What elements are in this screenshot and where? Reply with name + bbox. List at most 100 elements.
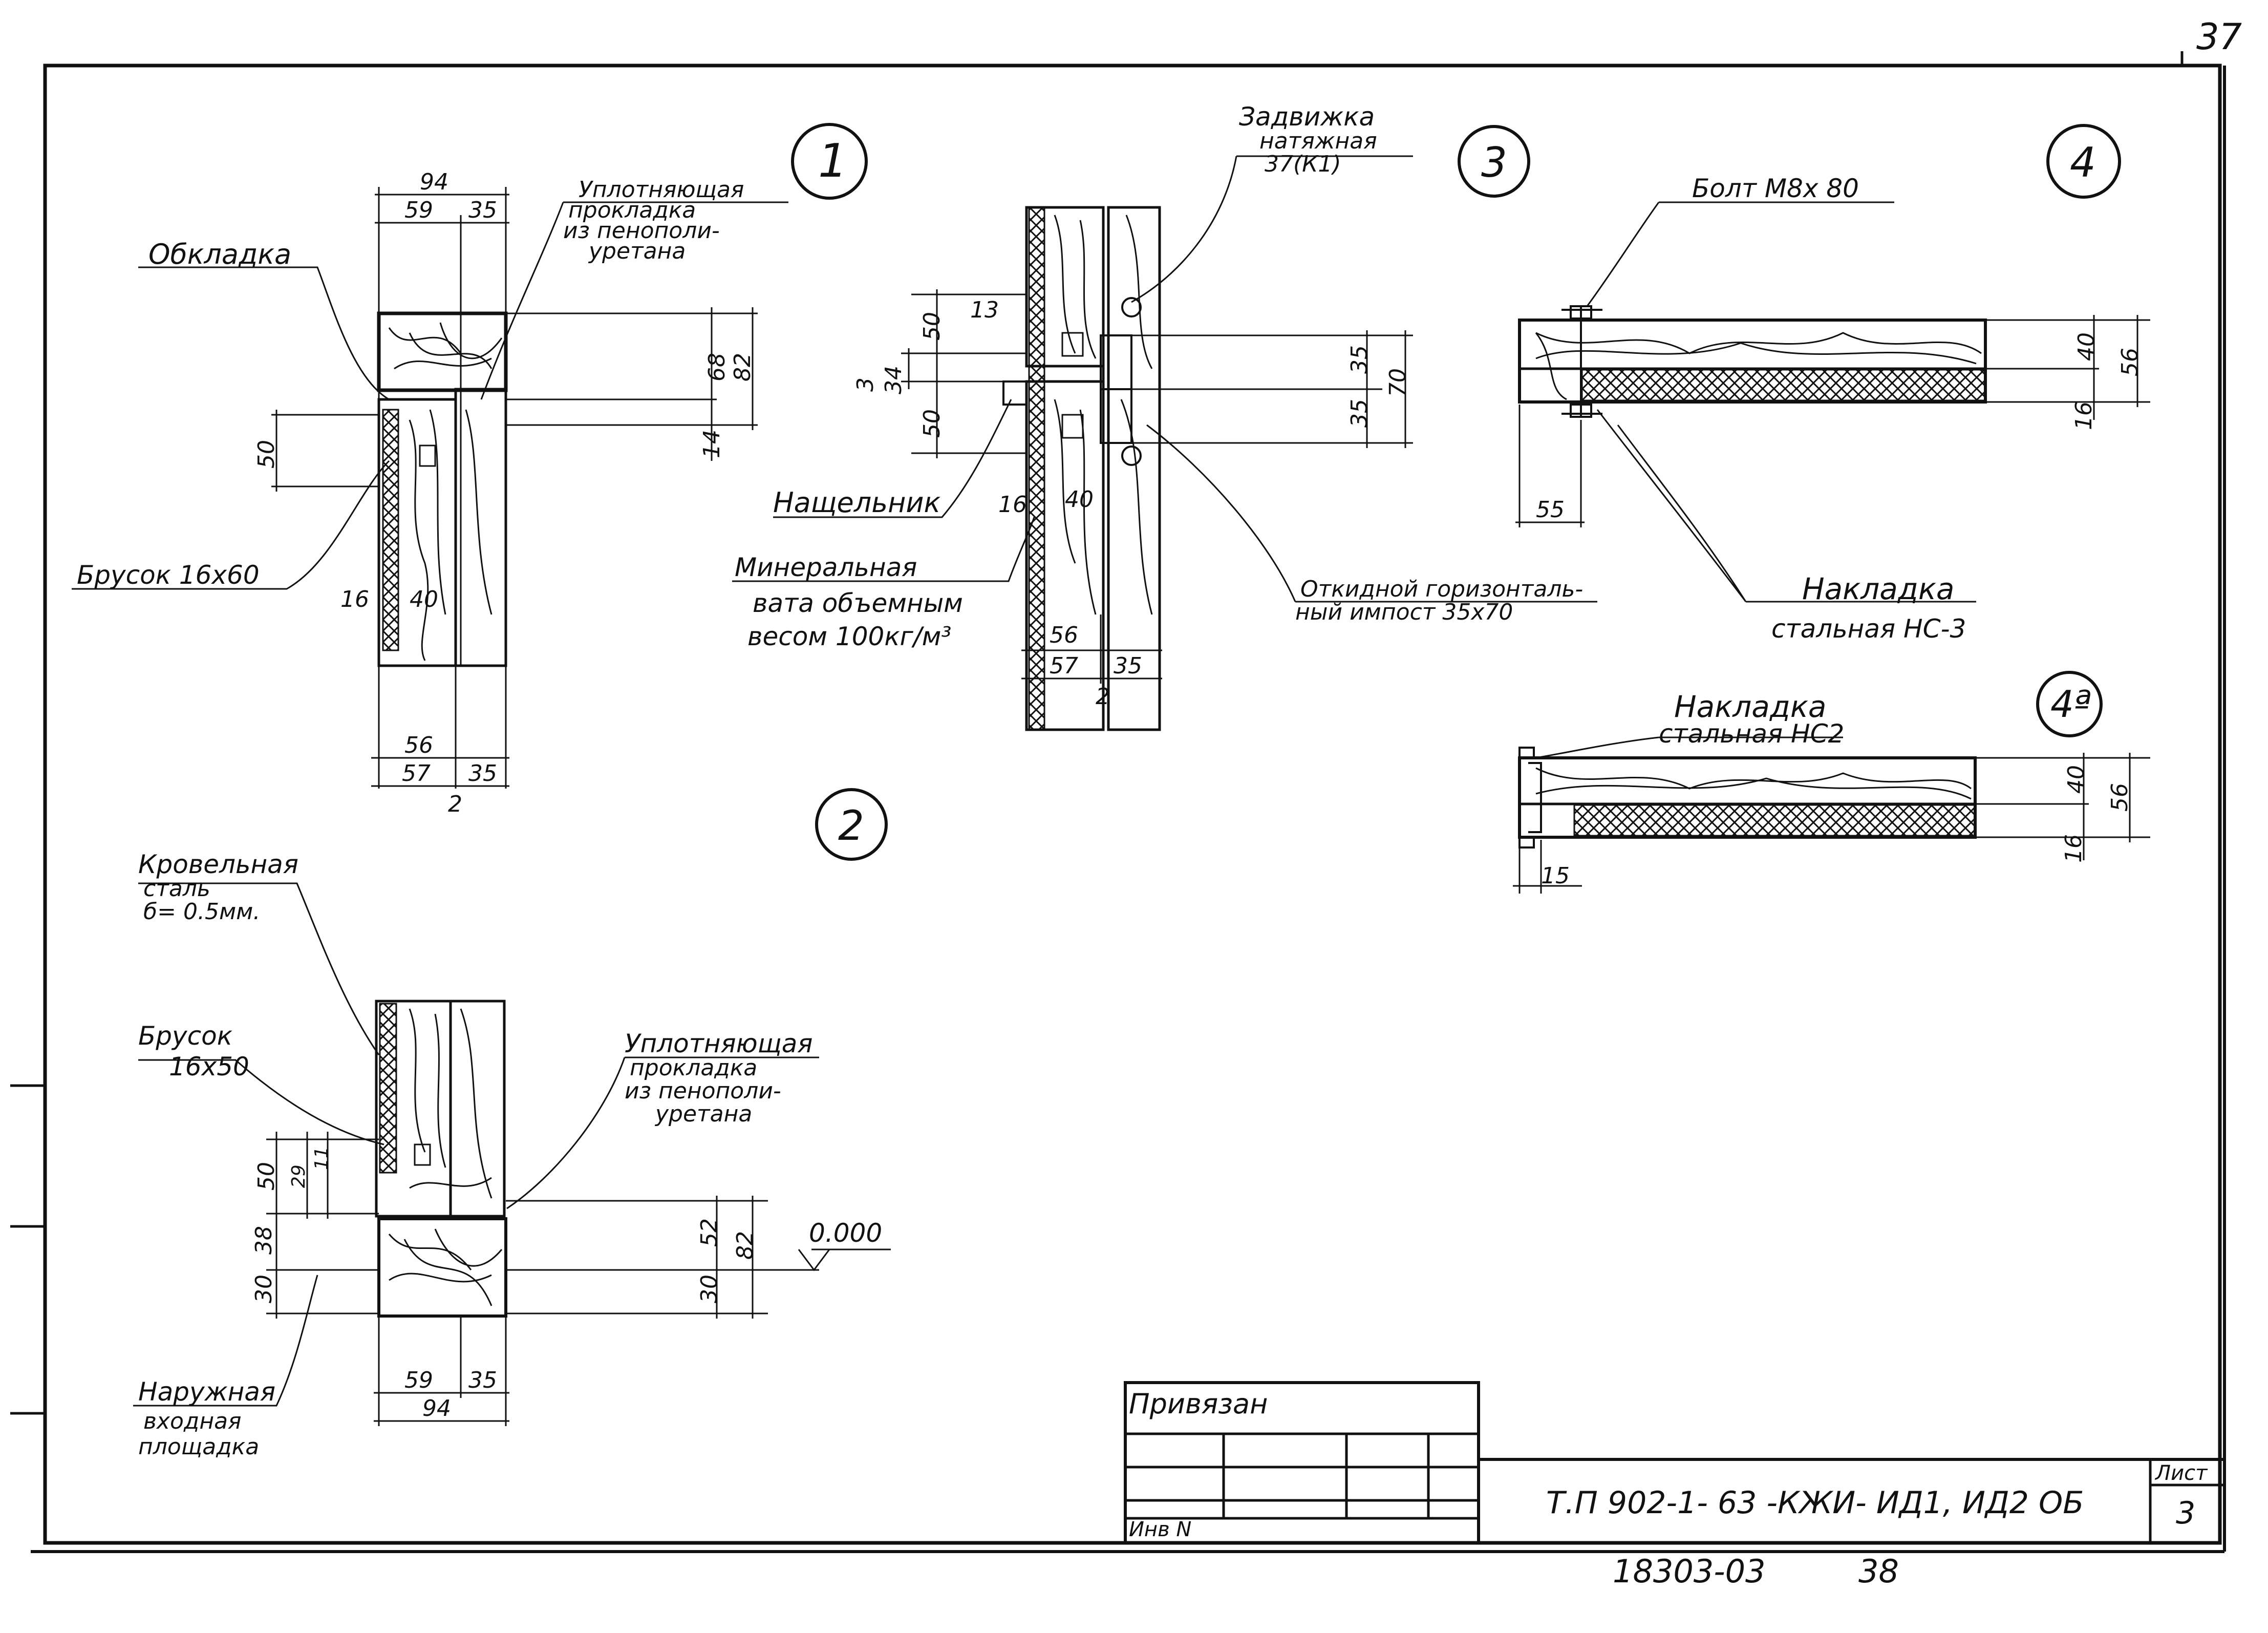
title-code: Т.П 902-1- 63 -КЖИ- ИД1, ИД2 ОБ xyxy=(1546,1485,2084,1521)
corner-number: 37 xyxy=(2196,16,2242,58)
title-bound: Привязан xyxy=(1129,1388,1268,1420)
d3-dim-bottom: 50 xyxy=(919,409,945,438)
d3-label-wool-1: Минеральная xyxy=(735,553,917,582)
d3-label-strip: Нащельник xyxy=(773,486,941,519)
d2-dim-bot-right: 35 xyxy=(468,1367,497,1393)
detail-2 xyxy=(133,788,891,1426)
title-sheet-no: 3 xyxy=(2176,1495,2195,1531)
d1-dim-gap: 2 xyxy=(448,791,462,817)
d3-dim-lower: 35 xyxy=(1346,399,1373,428)
d2-label-roof-3: б= 0.5мм. xyxy=(143,899,260,925)
title-page: 38 xyxy=(1858,1553,1899,1590)
detail-1-number: 1 xyxy=(818,134,847,188)
d3-dim-total: 70 xyxy=(1385,368,1411,397)
d2-dim-bot-total: 94 xyxy=(422,1395,451,1422)
d1-dim-left: 59 xyxy=(404,197,433,223)
sheet-frame xyxy=(10,51,2226,1553)
detail-1-callout xyxy=(791,123,868,200)
d3-dim-bot-right: 35 xyxy=(1114,653,1142,679)
detail-4a xyxy=(1513,671,2150,894)
d1-label-seal-1: Уплотняющая xyxy=(579,177,744,203)
d3-label-latch-2: натяжная xyxy=(1259,128,1377,154)
d2-label-seal-3: из пенополи- xyxy=(625,1078,781,1104)
d2-label-bar-2: 16х50 xyxy=(169,1052,249,1081)
d1-dim-seal: 16 xyxy=(340,586,369,612)
d1-label-cladding: Обкладка xyxy=(148,238,291,270)
d3-dim-inner: 56 xyxy=(1050,622,1078,648)
title-stamp: 18303-03 xyxy=(1613,1553,1766,1590)
d2-dim-bar: 50 xyxy=(253,1162,280,1191)
title-block xyxy=(1124,1381,2224,1544)
d3-label-latch-1: Задвижка xyxy=(1239,102,1375,132)
d4-dim-total: 56 xyxy=(2117,348,2143,376)
d1-dim-inner: 56 xyxy=(404,732,433,758)
d2-label-seal-2: прокладка xyxy=(630,1055,757,1081)
detail-3-text: 3 50 13 3 34 50 35 35 70 16 40 56 57 35 … xyxy=(735,102,1583,710)
d1-dim-bot-right: 35 xyxy=(468,760,497,787)
d2-dim-base: 30 xyxy=(251,1275,277,1303)
d3-label-wool-2: вата объемным xyxy=(753,588,963,618)
d4-dim-wood: 40 xyxy=(2073,332,2100,361)
d3-dim-mid: 34 xyxy=(881,366,907,394)
title-inv: Инв N xyxy=(1129,1518,1191,1541)
d1-label-seal-2: прокладка xyxy=(568,197,696,223)
detail-1-text: 1 94 59 35 56 57 35 2 68 82 14 50 16 40 … xyxy=(77,134,847,817)
d3-dim-a: 13 xyxy=(970,297,999,323)
detail-4 xyxy=(1515,124,2150,603)
d3-dim-upper: 35 xyxy=(1346,345,1373,374)
d1-dim-total: 94 xyxy=(420,169,448,195)
d3-dim-seal: 16 xyxy=(998,492,1027,518)
d1-label-seal-3: из пенополи- xyxy=(563,218,720,244)
detail-3 xyxy=(732,125,1597,731)
d1-dim-right: 35 xyxy=(468,197,497,223)
d1-dim-82: 82 xyxy=(730,353,756,381)
d2-label-seal-1: Уплотняющая xyxy=(625,1029,813,1058)
d2-label-seal-4: уретана xyxy=(654,1101,752,1127)
d4a-dim-wood: 40 xyxy=(2063,765,2089,794)
title-block-text: Привязан Инв N Т.П 902-1- 63 -КЖИ- ИД1, … xyxy=(1129,1388,2208,1590)
d4-bolt-label: Болт М8х 80 xyxy=(1692,174,1859,203)
d2-level: 0.000 xyxy=(809,1218,882,1248)
d1-label-seal-4: уретана xyxy=(588,238,686,264)
d2-dim-lower: 30 xyxy=(696,1275,722,1303)
d2-label-landing-3: площадка xyxy=(138,1434,259,1460)
detail-4a-text: 4ª 40 56 16 15 Накладка стальная НС2 xyxy=(1541,683,2133,889)
d2-dim-b: 11 xyxy=(311,1147,332,1170)
d2-label-landing-2: входная xyxy=(143,1408,242,1434)
title-sheet-label: Лист xyxy=(2154,1461,2208,1485)
detail-4a-number: 4ª xyxy=(2050,683,2091,726)
d4-dim-seal: 16 xyxy=(2071,401,2097,430)
d3-label-latch-3: 37(К1) xyxy=(1265,151,1341,177)
d3-label-wool-3: весом 100кг/м³ xyxy=(747,622,951,651)
detail-1-foam xyxy=(382,409,399,651)
detail-4a-callout xyxy=(2036,671,2103,737)
d4a-label-2: стальная НС2 xyxy=(1659,719,1844,749)
d2-label-roof-2: сталь xyxy=(143,876,210,902)
detail-1 xyxy=(72,123,868,789)
detail-2-text: 2 50 29 11 38 30 52 82 30 0.000 59 35 94… xyxy=(138,802,882,1460)
d1-dim-wood: 40 xyxy=(410,586,438,612)
d2-dim-a: 29 xyxy=(288,1164,309,1188)
detail-4-text: 4 Болт М8х 80 40 56 16 55 Накладка сталь… xyxy=(1536,139,2143,644)
d1-dim-bot-left: 57 xyxy=(402,760,431,787)
d3-dim-wood: 40 xyxy=(1065,486,1094,513)
d2-dim-step: 38 xyxy=(251,1226,277,1255)
d3-dim-gap: 3 xyxy=(852,377,879,392)
d4a-dim-seal: 16 xyxy=(2061,834,2087,863)
detail-3-callout xyxy=(1458,125,1530,198)
d2-label-landing-1: Наружная xyxy=(138,1377,275,1407)
d2-label-bar-1: Брусок xyxy=(138,1021,232,1051)
d4a-dim-edge: 15 xyxy=(1541,863,1570,889)
d3-label-impost-2: ный импост 35х70 xyxy=(1295,599,1513,625)
d3-dim-bot-left: 57 xyxy=(1050,653,1078,679)
detail-2-callout xyxy=(815,788,888,861)
d1-dim-lower: 14 xyxy=(699,430,725,458)
d4-label-1: Накладка xyxy=(1802,571,1954,606)
d1-dim-upper: 68 xyxy=(704,353,730,381)
d3-dim-top: 50 xyxy=(919,312,945,341)
d4-dim-edge: 55 xyxy=(1536,497,1565,523)
detail-2-number: 2 xyxy=(838,802,864,850)
d2-dim-upper: 52 xyxy=(696,1218,722,1247)
d4-label-2: стальная НС-3 xyxy=(1771,614,1966,644)
